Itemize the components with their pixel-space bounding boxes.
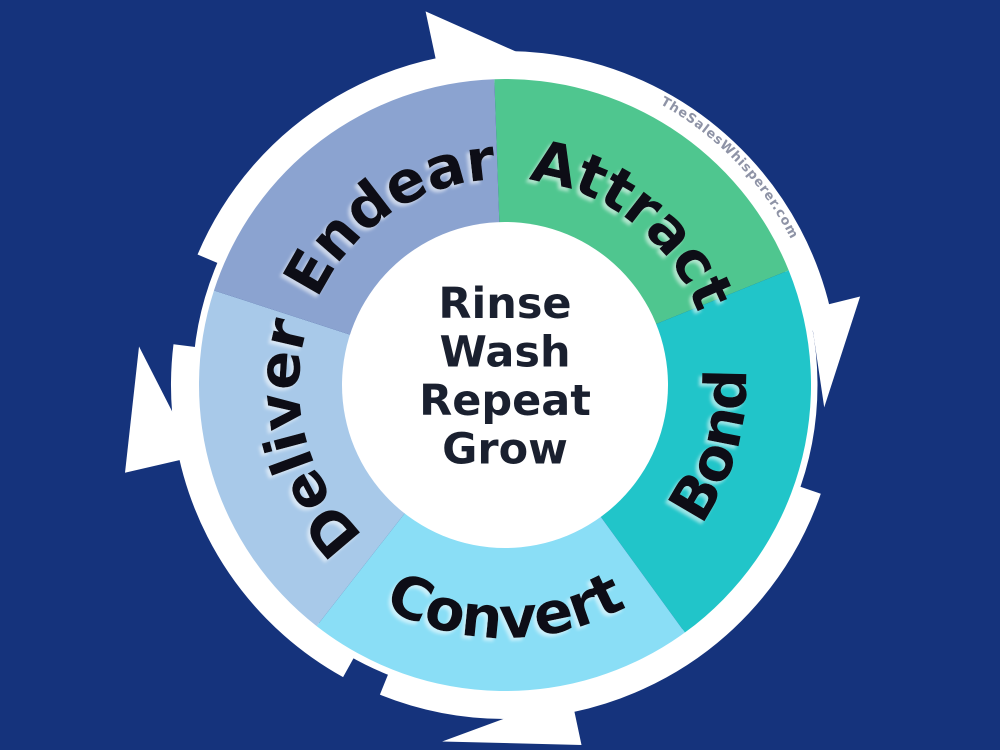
- center-message-line: Repeat: [419, 376, 591, 426]
- segment-bond: [599, 270, 812, 633]
- segment-endear: [213, 79, 500, 336]
- bottom-arrow: [442, 694, 582, 745]
- segment-attract: [494, 79, 789, 325]
- center-message-line: Grow: [442, 425, 568, 475]
- segment-convert: [316, 511, 685, 691]
- top-right-band: [197, 51, 834, 333]
- top-arrow: [425, 11, 526, 76]
- bottom-band: [379, 483, 821, 719]
- center-message-line: Rinse: [438, 279, 571, 329]
- right-arrow: [809, 296, 861, 408]
- center-circle: [342, 222, 668, 548]
- segment-deliver: [199, 290, 406, 627]
- left-band: [171, 344, 359, 678]
- left-arrow: [125, 346, 196, 473]
- center-message-line: Wash: [439, 328, 570, 378]
